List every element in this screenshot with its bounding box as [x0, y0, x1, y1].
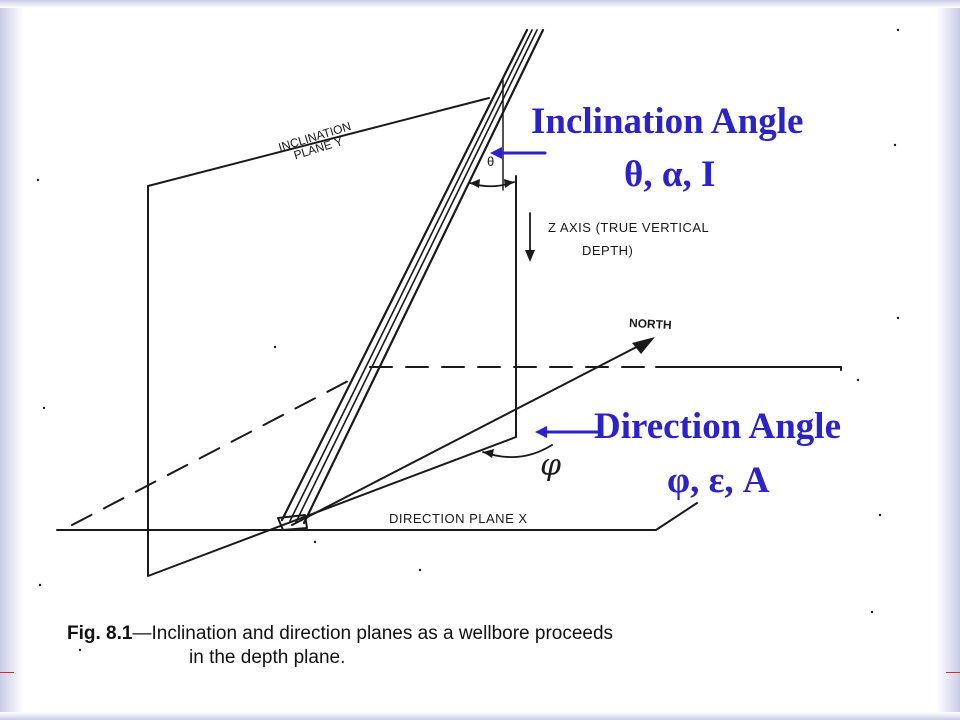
- direction-plane-label: DIRECTION PLANE X: [389, 511, 528, 526]
- wellbore-outer-right: [302, 28, 545, 525]
- dashed-diagonal: [71, 379, 351, 526]
- slide-top-band: [0, 0, 960, 8]
- phi-label: φ: [540, 448, 562, 483]
- north-label: NORTH: [628, 315, 673, 333]
- theta-small-label: θ: [487, 154, 495, 169]
- inclination-pointer-head: [490, 147, 502, 159]
- wellbore-base: [277, 514, 308, 531]
- wellbore-inner-right: [295, 29, 538, 523]
- wellbore-inner-left: [289, 29, 533, 522]
- z-axis-label-line2: DEPTH): [582, 243, 634, 258]
- inclination-plane: [147, 97, 517, 577]
- figure-number: Fig. 8.1: [67, 623, 133, 644]
- wellbore-outer-left: [280, 28, 529, 522]
- inclination-angle-title: Inclination Angle: [531, 101, 804, 142]
- z-axis-label-line1: Z AXIS (TRUE VERTICAL: [548, 220, 710, 235]
- direction-pointer-head: [535, 426, 547, 438]
- figure-caption: Fig. 8.1—Inclination and direction plane…: [67, 622, 613, 670]
- caption-line2: in the depth plane.: [189, 647, 346, 668]
- red-rule-right: [946, 672, 960, 673]
- slide-bottom-band: [0, 712, 960, 720]
- red-rule-left: [0, 672, 14, 673]
- inclination-angle-symbols: θ, α, I: [624, 154, 716, 195]
- direction-plane-front: [56, 502, 698, 531]
- north-arrowhead: [632, 337, 655, 354]
- direction-angle-symbols: φ, ε, A: [667, 460, 770, 501]
- north-arrow-line: [291, 339, 651, 526]
- direction-angle-title: Direction Angle: [594, 406, 841, 447]
- caption-line1: —Inclination and direction planes as a w…: [132, 623, 614, 644]
